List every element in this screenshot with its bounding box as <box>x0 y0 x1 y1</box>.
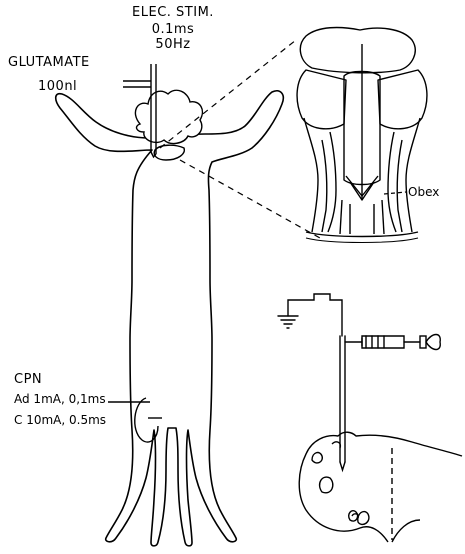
obex-pointer <box>384 192 406 194</box>
cpn-c-fiber: C 10mA, 0.5ms <box>14 413 106 427</box>
obex-label: Obex <box>408 185 439 199</box>
stim-duration: 0.1ms <box>152 22 195 37</box>
glutamate-label: GLUTAMATE <box>8 55 90 70</box>
brainstem-inset <box>297 28 427 243</box>
head-outline <box>135 90 202 143</box>
cpn-a-delta: Ad 1mA, 0,1ms <box>14 392 106 406</box>
brainstem-section <box>299 432 462 542</box>
stim-frequency: 50Hz <box>155 37 190 52</box>
cpn-label: CPN <box>14 372 42 387</box>
brainstem-spot <box>154 145 184 160</box>
stim-title: ELEC. STIM. <box>132 5 214 20</box>
glutamate-volume: 100nl <box>38 79 77 94</box>
